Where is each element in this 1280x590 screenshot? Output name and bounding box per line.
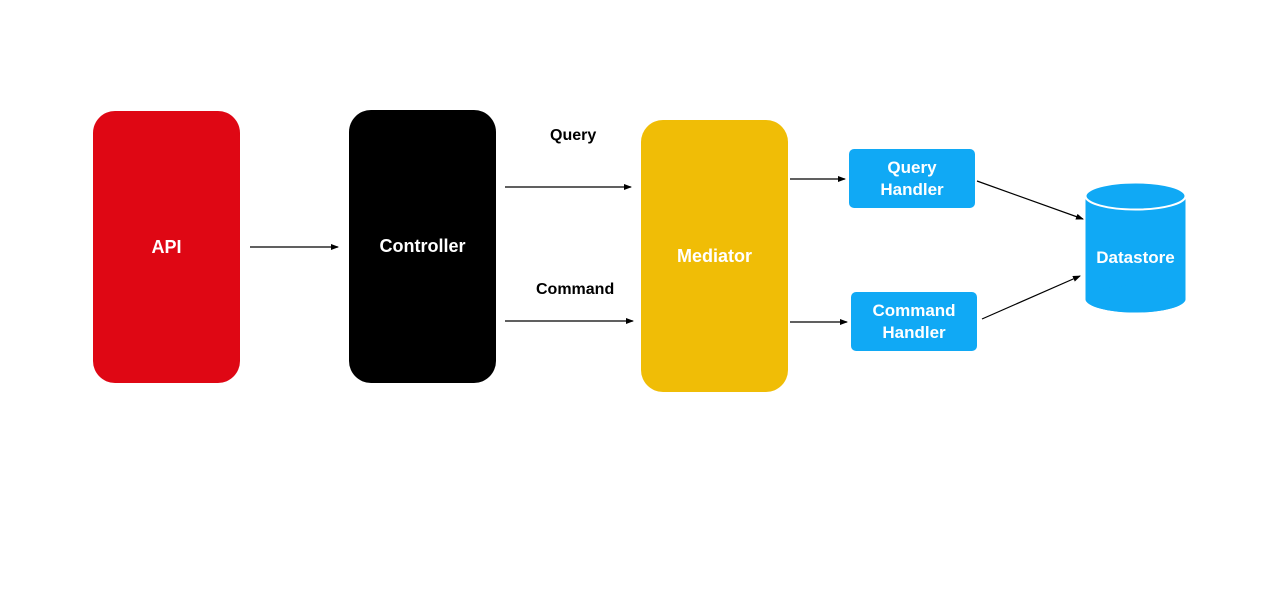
database-cylinder-icon [1085, 182, 1186, 313]
controller-label: Controller [379, 236, 466, 256]
query-handler-node: Query Handler [849, 149, 975, 208]
datastore-node: Datastore [1085, 182, 1186, 313]
command-handler-label-line-2: Handler [882, 322, 946, 342]
datastore-label: Datastore [1096, 248, 1175, 267]
query-handler-label-line-1: Query [887, 157, 937, 177]
api-label: API [151, 236, 182, 257]
controller-node: Controller [349, 110, 496, 383]
query-edge-label: Query [550, 127, 597, 144]
api-node: API [93, 111, 240, 383]
command-handler-label-line-1: Command [872, 300, 956, 320]
arrow-query-handler-to-datastore [976, 180, 1084, 220]
query-handler-label-line-2: Handler [880, 179, 944, 199]
command-handler-node: Command Handler [851, 292, 977, 351]
arrow-command-handler-to-datastore [981, 275, 1081, 320]
command-edge-label: Command [536, 281, 615, 298]
mediator-label: Mediator [676, 245, 752, 266]
mediator-node: Mediator [641, 120, 788, 392]
